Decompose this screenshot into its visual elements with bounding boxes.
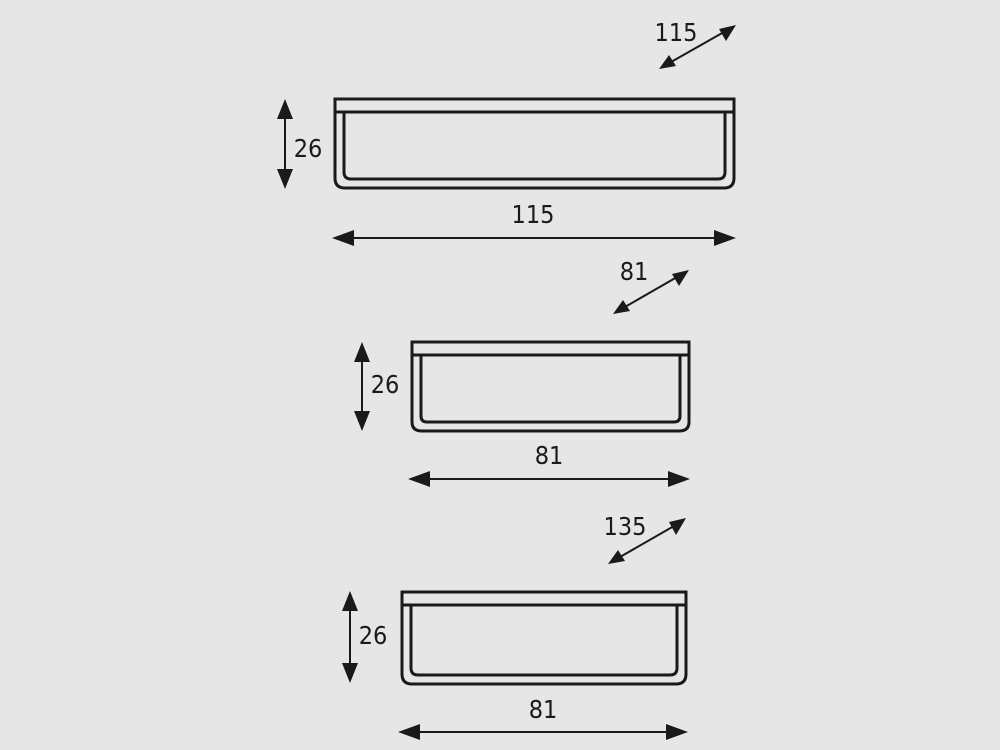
shelf-2-drawing: 81 26 81 (354, 257, 691, 487)
shelf-2-width-arrow (408, 471, 690, 487)
shelf-3-outline (400, 590, 688, 686)
shelf-2-height-label: 26 (371, 370, 400, 399)
shelf-2-width-label: 81 (535, 441, 564, 470)
shelf-3-depth-label: 135 (604, 512, 647, 541)
shelf-3-width-label: 81 (529, 695, 558, 724)
shelf-1-width-arrow (332, 230, 736, 246)
shelf-1-depth-arrow (659, 25, 736, 69)
shelf-2-outline (410, 340, 691, 433)
shelf-3-height-arrow (342, 591, 358, 683)
shelf-2-height-arrow (354, 342, 370, 431)
shelf-3-width-arrow (398, 724, 688, 740)
shelf-3-height-label: 26 (359, 621, 388, 650)
shelf-1-depth-label: 115 (655, 18, 698, 47)
shelf-3-drawing: 135 26 81 (342, 512, 688, 740)
shelf-1-drawing: 115 26 115 (277, 18, 736, 246)
shelf-3-depth-arrow (608, 518, 686, 564)
shelf-1-width-label: 115 (512, 200, 555, 229)
shelf-1-height-label: 26 (294, 134, 323, 163)
shelf-1-height-arrow (277, 99, 293, 189)
shelf-2-depth-arrow (613, 270, 689, 314)
shelf-1-outline (333, 97, 736, 190)
shelf-2-depth-label: 81 (620, 257, 649, 286)
